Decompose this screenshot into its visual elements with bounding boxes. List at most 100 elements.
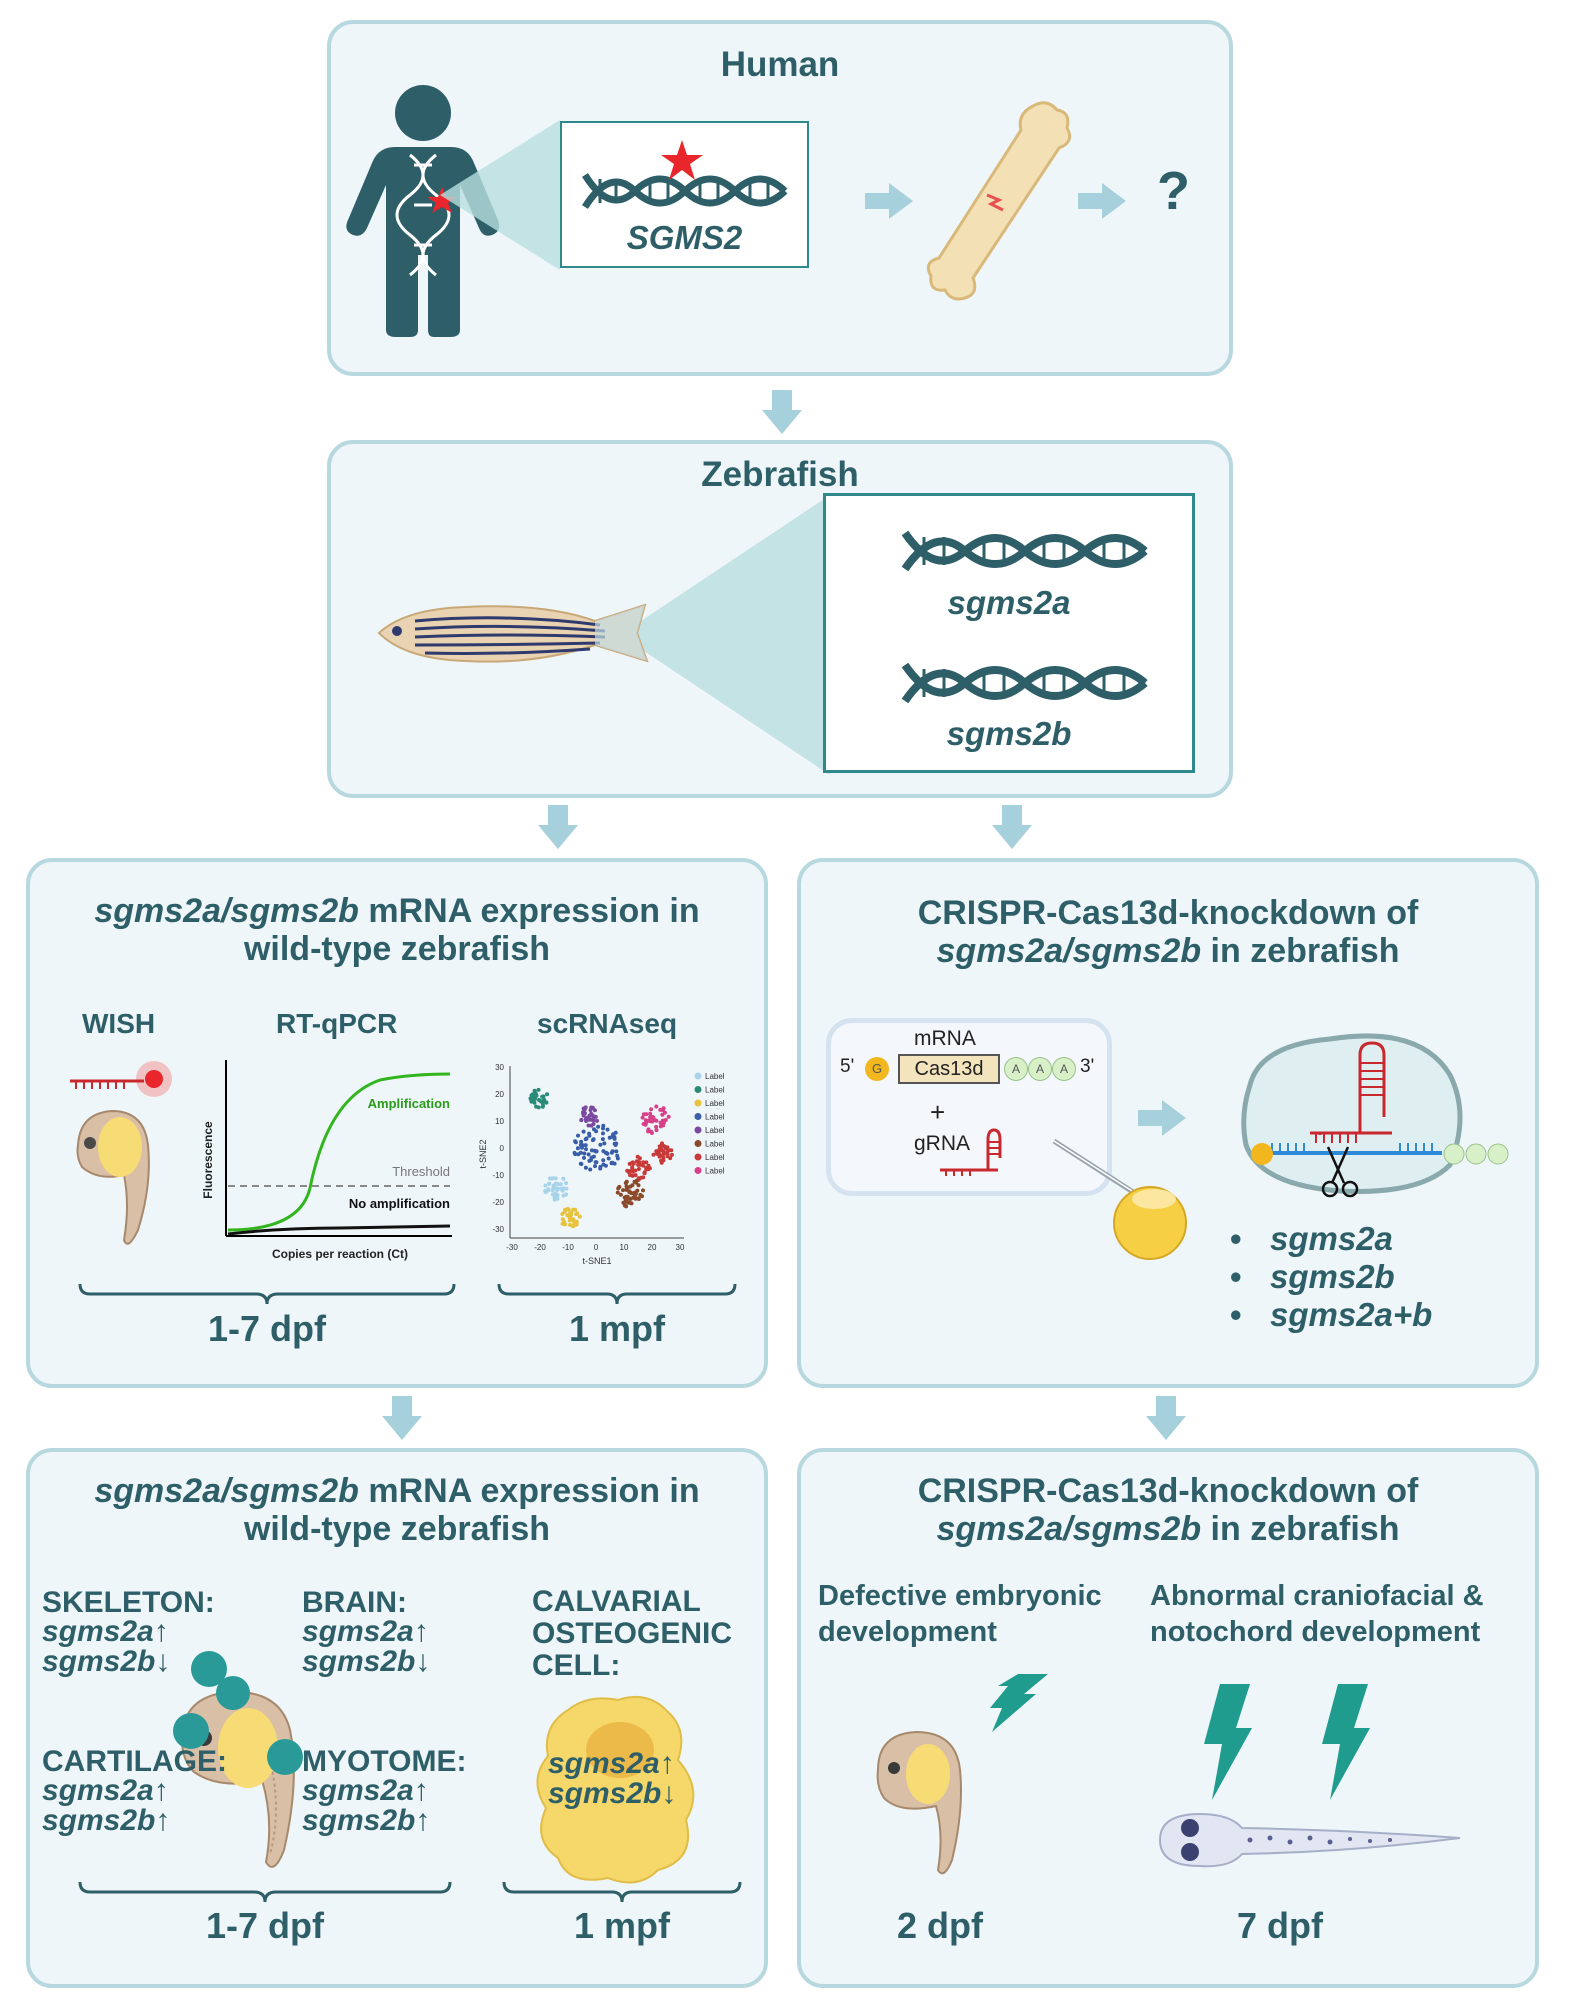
- tsne-point: [628, 1190, 633, 1195]
- tsne-point: [560, 1212, 565, 1216]
- tsne-point: [576, 1133, 580, 1138]
- tsne-point: [634, 1180, 639, 1185]
- polya-a-2: A: [1028, 1057, 1052, 1081]
- tsne-point: [589, 1105, 594, 1110]
- tsne-point: [560, 1217, 565, 1222]
- tsne-point: [649, 1129, 654, 1134]
- tsne-point: [593, 1160, 598, 1165]
- tsne-point: [636, 1183, 641, 1188]
- stage-2dpf: 2 dpf: [897, 1905, 983, 1946]
- tsne-point: [601, 1126, 605, 1131]
- range-1-7dpf-2: 1-7 dpf: [205, 1905, 324, 1946]
- tsne-point: [543, 1189, 548, 1193]
- tsne-point: [546, 1187, 551, 1192]
- tsne-point: [603, 1150, 608, 1155]
- svg-text:Label: Label: [705, 1126, 725, 1135]
- tsne-point: [623, 1199, 628, 1204]
- tsne-point: [600, 1137, 605, 1142]
- tsne-point: [614, 1149, 619, 1154]
- tsne-ytick: 10: [495, 1117, 504, 1126]
- tsne-point: [627, 1161, 632, 1166]
- arrow-down-5: [1146, 1396, 1186, 1440]
- svg-text:Label: Label: [705, 1167, 725, 1176]
- tsne-point: [560, 1221, 565, 1226]
- tsne-point: [561, 1193, 566, 1198]
- tsne-point: [665, 1151, 670, 1156]
- range-1mpf: 1 mpf: [568, 1308, 665, 1349]
- tsne-point: [543, 1183, 548, 1188]
- left-phenotype-caption: Defective embryonic development: [818, 1580, 1102, 1648]
- tsne-point: [626, 1200, 631, 1205]
- tsne-point: [651, 1152, 656, 1157]
- tsne-point: [598, 1164, 603, 1169]
- tsne-point: [641, 1175, 646, 1180]
- svg-text:Label: Label: [705, 1140, 725, 1149]
- tsne-point: [591, 1154, 596, 1159]
- tsne-point: [591, 1137, 596, 1142]
- tsne-point: [567, 1212, 572, 1216]
- tsne-point: [642, 1170, 647, 1175]
- tsne-point: [574, 1222, 578, 1227]
- range-1mpf-2: 1 mpf: [573, 1905, 670, 1946]
- plot-xlabel: Copies per reaction (Ct): [272, 1247, 408, 1261]
- tsne-point: [636, 1197, 641, 1201]
- g-cap: G: [865, 1057, 889, 1081]
- scissors-icon: [1321, 1146, 1359, 1198]
- tsne-point: [575, 1146, 580, 1151]
- tsne-point: [567, 1215, 572, 1220]
- bullet-icon: •: [1230, 1220, 1242, 1257]
- tsne-point: [548, 1176, 552, 1181]
- cas13d-box: Cas13d: [898, 1054, 1000, 1084]
- up-arrow-icon: ↑: [413, 1615, 429, 1648]
- dna-icon: [582, 173, 788, 209]
- tsne-point: [536, 1087, 541, 1092]
- tsne-point: [612, 1136, 617, 1141]
- tsne-point: [648, 1111, 653, 1116]
- tsne-point: [636, 1167, 641, 1171]
- tsne-legend-item: Label: [694, 1113, 725, 1122]
- svg-text:Label: Label: [705, 1086, 725, 1095]
- tsne-point: [545, 1092, 550, 1097]
- tsne-legend-item: Label: [694, 1153, 725, 1162]
- tsne-point: [659, 1160, 664, 1165]
- brain-gene-a: sgms2a↑: [302, 1615, 429, 1648]
- zoom-cone-fish: [620, 495, 830, 775]
- tsne-point: [579, 1139, 584, 1144]
- tsne-point: [641, 1112, 646, 1117]
- plus-sign: +: [930, 1097, 946, 1127]
- tsne-xtick: -20: [534, 1243, 546, 1252]
- tsne-point: [595, 1118, 599, 1123]
- tsne-point: [661, 1155, 666, 1160]
- tsne-point: [579, 1118, 584, 1123]
- knockdown-target-item: •sgms2a+b: [1230, 1296, 1433, 1333]
- sgms2b-label: sgms2b: [946, 715, 1072, 752]
- tsne-point: [605, 1127, 610, 1132]
- tsne-point: [613, 1130, 618, 1135]
- tsne-point: [587, 1133, 592, 1138]
- microinjection-icon: [1052, 1138, 1187, 1260]
- svg-text:Label: Label: [705, 1072, 725, 1081]
- tsne-ytick: 20: [495, 1090, 504, 1099]
- tsne-point: [649, 1115, 654, 1119]
- tsne-point: [633, 1193, 638, 1198]
- tsne-point: [657, 1154, 662, 1159]
- tsne-point: [554, 1186, 559, 1191]
- stage-7dpf: 7 dpf: [1237, 1905, 1323, 1946]
- svg-text:Label: Label: [705, 1113, 725, 1122]
- tsne-point: [577, 1214, 582, 1219]
- tsne-point: [654, 1118, 659, 1123]
- tsne-xtick: 0: [594, 1243, 599, 1252]
- skeleton-marker: [191, 1651, 227, 1687]
- tsne-legend-item: Label: [694, 1086, 725, 1095]
- tsne-point: [550, 1188, 555, 1193]
- plot-ylabel: Fluorescence: [201, 1121, 215, 1199]
- tsne-xtick: 30: [676, 1243, 685, 1252]
- svg-text:Label: Label: [705, 1099, 725, 1108]
- embryo-2dpf-icon: [876, 1730, 962, 1875]
- arrow-right-3: [1138, 1100, 1186, 1136]
- myotome-label: MYOTOME:: [302, 1745, 467, 1778]
- brace-left-1: [78, 1283, 456, 1305]
- tsne-legend-item: Label: [694, 1167, 725, 1176]
- myotome-gene-a: sgms2a↑: [302, 1774, 429, 1807]
